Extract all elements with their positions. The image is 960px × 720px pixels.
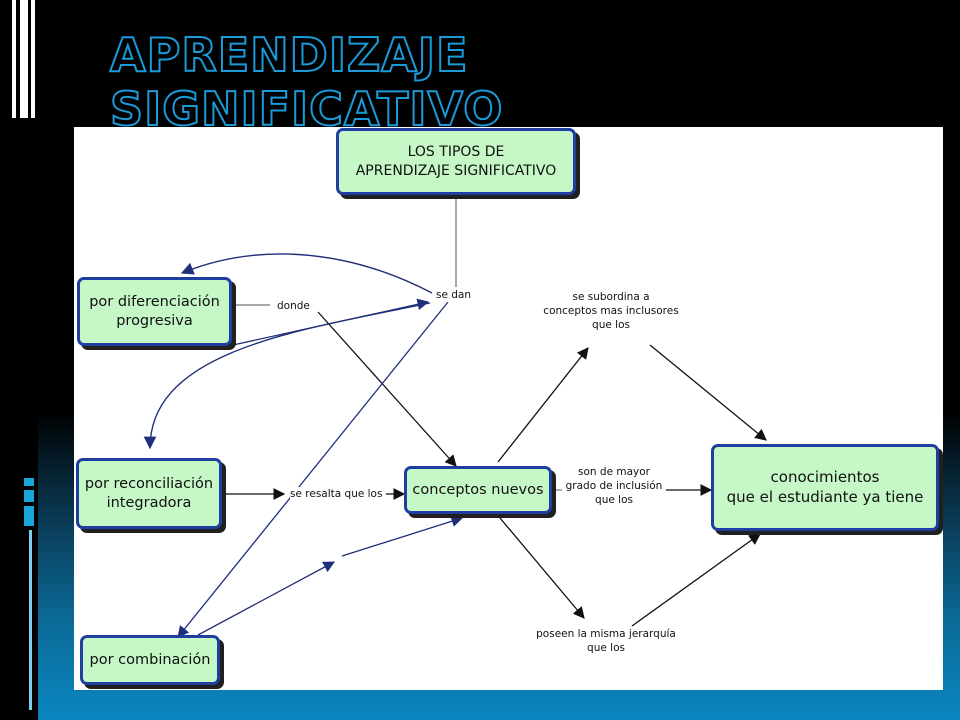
connector-diferenciacion-sedan — [232, 298, 430, 346]
link-label-misma: poseen la misma jerarquía que los — [532, 627, 680, 656]
connector-conceptos-misma — [499, 517, 585, 619]
connector-subordina-conocimientos — [649, 344, 767, 441]
connector-conceptos-subordina — [497, 347, 589, 463]
node-diferenciacion-line1: por diferenciación — [89, 293, 220, 310]
node-reconciliacion-line1: por reconciliación — [84, 475, 214, 492]
link-label-donde: donde — [277, 299, 310, 314]
node-combinacion-line1: por combinación — [89, 651, 211, 668]
node-conocimientos: conocimientos que el estudiante ya tiene — [711, 444, 939, 531]
node-diferenciacion-line2: progresiva — [116, 312, 193, 329]
node-root-line2: APRENDIZAJE SIGNIFICATIVO — [355, 162, 557, 179]
node-conocimientos-line2: que el estudiante ya tiene — [726, 487, 924, 506]
link-label-subordina-line3: que los — [592, 319, 630, 332]
link-label-mayor-line1: son de mayor — [578, 466, 650, 478]
link-label-se-resalta: se resalta que los — [290, 487, 383, 502]
decor-bar — [20, 0, 28, 118]
link-label-se-dan: se dan — [436, 288, 472, 303]
decor-bar — [29, 530, 32, 710]
node-reconciliacion: por reconciliación integradora — [76, 458, 222, 529]
connector-mid-conceptos — [341, 515, 464, 557]
node-diferenciacion: por diferenciación progresiva — [77, 277, 232, 346]
node-root-line1: LOS TIPOS DE — [407, 144, 505, 161]
node-combinacion: por combinación — [80, 635, 220, 685]
node-conceptos: conceptos nuevos — [404, 466, 552, 514]
link-label-mayor-line2: grado de inclusión — [565, 480, 663, 493]
connector-misma-conocimientos — [631, 533, 761, 627]
decor-block — [24, 478, 34, 486]
link-label-mayor: son de mayor grado de inclusión que los — [562, 465, 666, 508]
link-label-mayor-line3: que los — [595, 494, 633, 507]
concept-map-panel — [74, 127, 943, 690]
link-label-misma-line1: poseen la misma jerarquía — [536, 628, 676, 640]
node-reconciliacion-line2: integradora — [106, 494, 192, 511]
decor-block — [24, 490, 34, 502]
node-conocimientos-line1: conocimientos — [770, 468, 880, 486]
connector-sedan-combinacion — [177, 301, 449, 638]
connector-combinacion-mid — [197, 561, 336, 636]
link-label-subordina: se subordina a conceptos mas inclusores … — [540, 290, 682, 333]
decor-block — [24, 506, 34, 526]
node-conceptos-line1: conceptos nuevos — [412, 481, 544, 498]
decor-bar — [12, 0, 16, 118]
link-label-subordina-line2: conceptos mas inclusores — [543, 305, 679, 318]
connector-donde-conceptos — [317, 311, 457, 467]
node-root: LOS TIPOS DE APRENDIZAJE SIGNIFICATIVO — [336, 128, 576, 195]
link-label-misma-line2: que los — [587, 642, 625, 655]
decor-bar — [31, 0, 35, 118]
connector-sedan-diferenciacion — [180, 253, 433, 294]
link-label-subordina-line1: se subordina a — [572, 291, 650, 303]
